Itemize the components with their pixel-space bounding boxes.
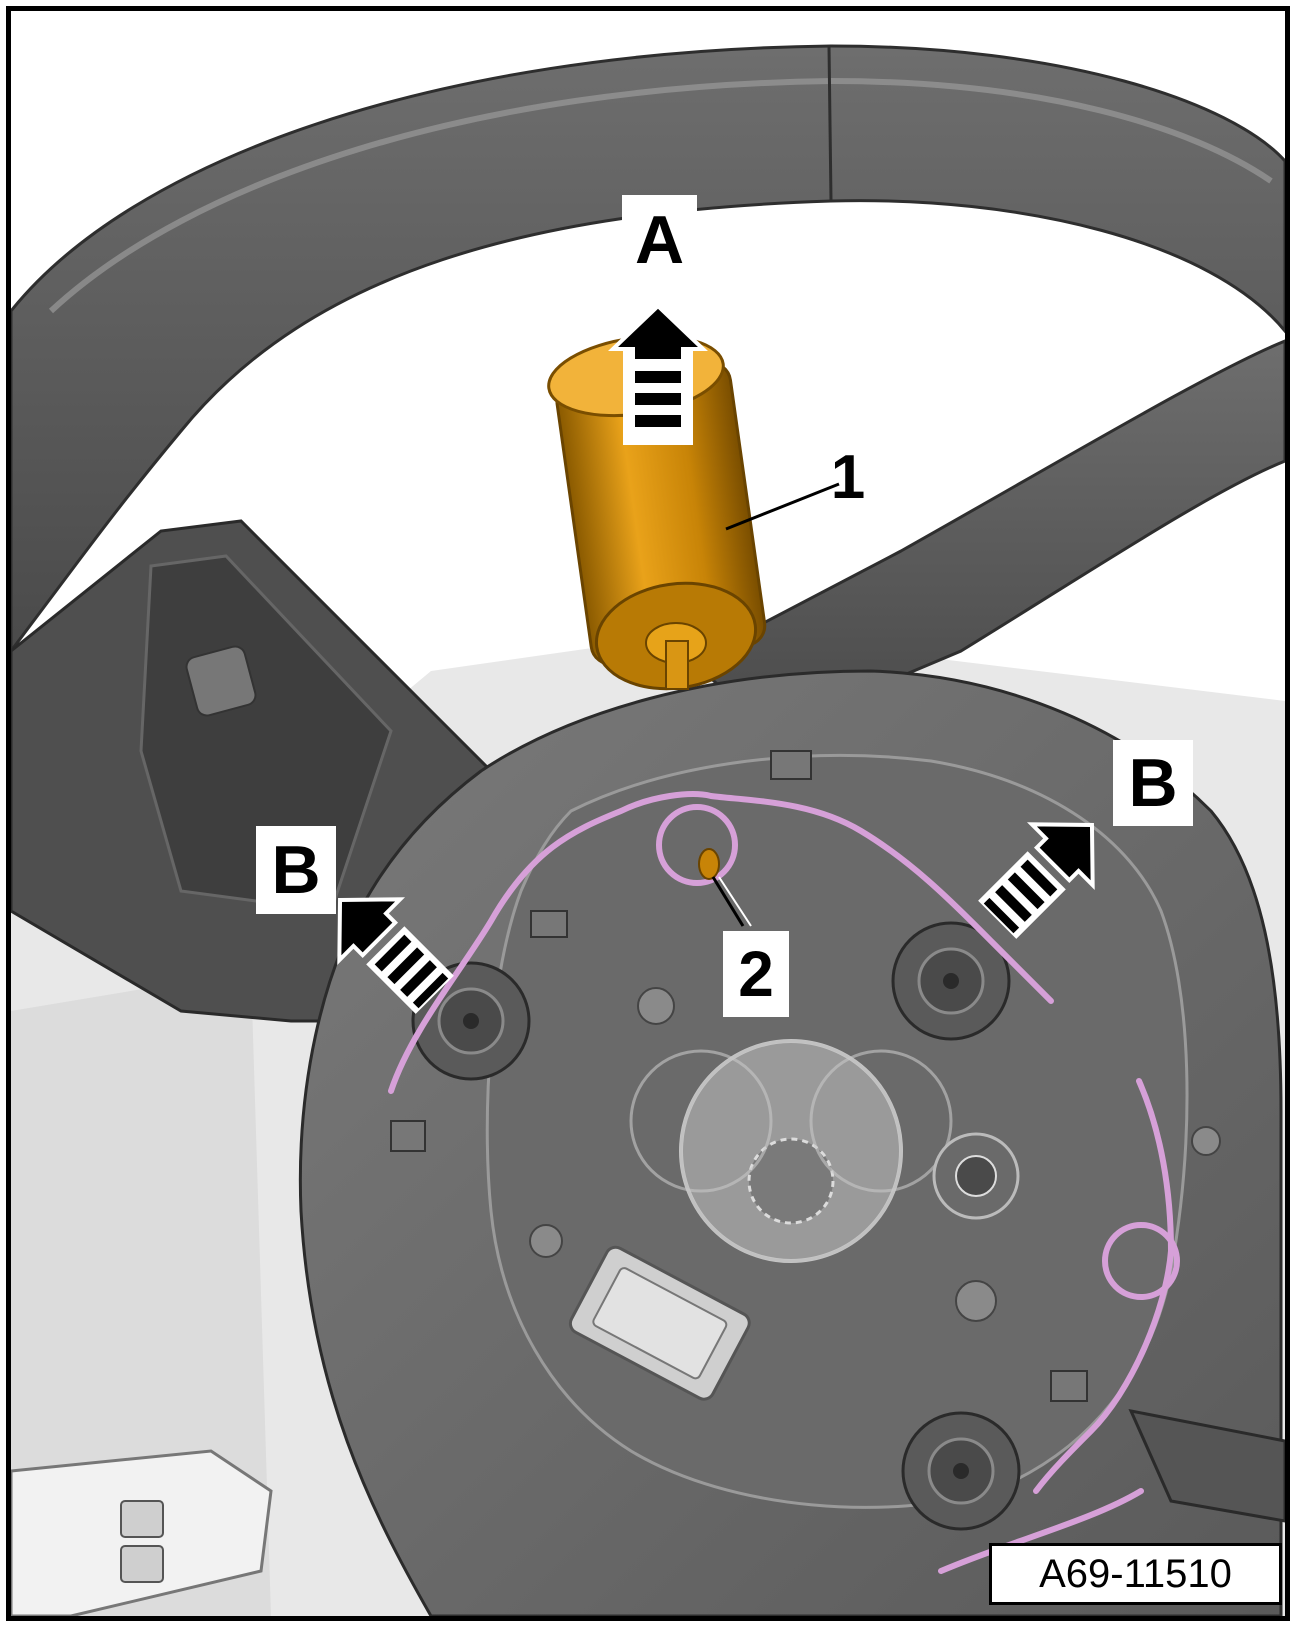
- leader-line-2: [711, 876, 745, 927]
- leader-line-2b: [718, 876, 752, 927]
- hole: [955, 1280, 997, 1322]
- steering-wheel-rim: [11, 44, 1285, 654]
- spring-wire-right: [938, 1078, 1175, 1574]
- hole: [1191, 1126, 1221, 1156]
- retaining-pin: [698, 848, 720, 880]
- spring-wire-left: [388, 791, 1054, 1094]
- stalk-button: [120, 1545, 164, 1583]
- clip: [530, 910, 568, 938]
- center-disc: [629, 1039, 953, 1263]
- callout-1: 1: [830, 443, 866, 512]
- spring-wire-loop: [656, 804, 738, 886]
- connector: [568, 1245, 751, 1401]
- mounting-boss-bottom: [901, 1411, 1021, 1531]
- left-button: [185, 645, 257, 717]
- spring-wire-coil: [1102, 1222, 1180, 1300]
- clip: [770, 750, 812, 780]
- callout-b-left: B: [256, 826, 336, 914]
- hole: [637, 987, 675, 1025]
- rim-seam: [827, 45, 833, 202]
- illustration-frame: A 1 B B 2 A69-11510: [6, 6, 1290, 1621]
- gear-mechanism: [932, 1132, 1020, 1220]
- callout-b-right: B: [1113, 740, 1193, 826]
- hole: [529, 1224, 563, 1258]
- column-shaft: [1128, 1408, 1285, 1523]
- clip: [1050, 1370, 1088, 1402]
- figure-code: A69-11510: [989, 1543, 1282, 1605]
- leader-line-1: [725, 482, 840, 531]
- arrow-upright-icon: [978, 822, 1095, 939]
- arrow-upleft-icon: [337, 897, 454, 1014]
- callout-a: A: [622, 195, 697, 285]
- arrow-up-icon: [608, 303, 708, 445]
- stalk-button: [120, 1500, 164, 1538]
- mounting-boss-right: [891, 921, 1011, 1041]
- steering-wheel-illustration: [11, 11, 1285, 1616]
- rim-highlight: [48, 77, 1273, 314]
- clip: [390, 1120, 426, 1152]
- callout-2: 2: [723, 931, 789, 1017]
